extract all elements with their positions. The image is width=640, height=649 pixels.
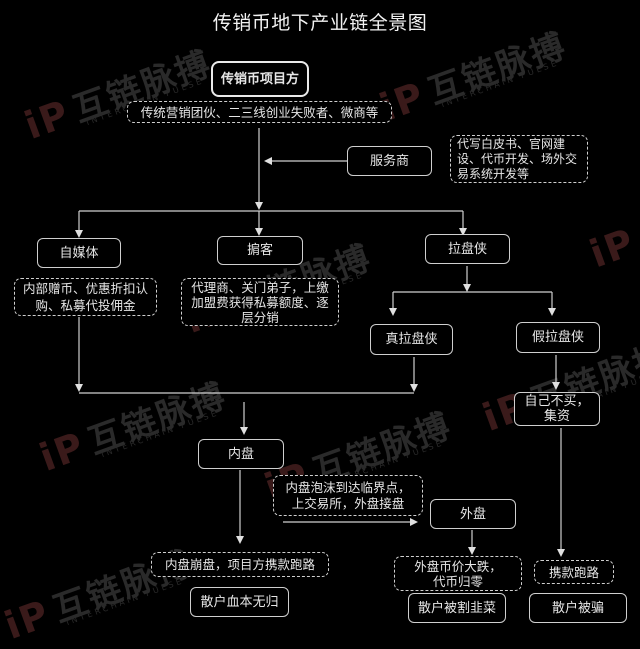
inner-result-node: 散户血本无归 [190, 587, 289, 617]
fake-pump-detail-node: 自己不买，集资 [514, 392, 600, 426]
inner-collapse-note: 内盘崩盘，项目方携款跑路 [151, 552, 329, 577]
project-node: 传销币项目方 [211, 61, 309, 97]
pump-node: 拉盘侠 [425, 234, 510, 264]
service-node: 服务商 [347, 146, 432, 176]
fake-pump-node: 假拉盘侠 [516, 322, 600, 353]
broker-detail-note: 代理商、关门弟子，上缴加盟费获得私募额度、逐层分销 [181, 278, 339, 326]
service-detail-note: 代写白皮书、官网建设、代币开发、场外交易系统开发等 [450, 135, 588, 183]
runaway-result-node: 散户被骗 [529, 593, 627, 623]
outer-market-node: 外盘 [430, 499, 516, 529]
diagram-title: 传销币地下产业链全景图 [212, 12, 428, 34]
outer-crash-note: 外盘币价大跌，代币归零 [394, 556, 522, 591]
project-source-note: 传统营销团伙、二三线创业失败者、微商等 [127, 101, 392, 123]
outer-result-node: 散户被割韭菜 [408, 593, 506, 623]
inner-bubble-note: 内盘泡沫到达临界点，上交易所，外盘接盘 [273, 475, 423, 516]
inner-market-node: 内盘 [198, 439, 284, 469]
broker-node: 掮客 [217, 236, 303, 265]
real-pump-node: 真拉盘侠 [370, 324, 453, 355]
runaway-note: 携款跑路 [534, 560, 614, 584]
self-media-detail-note: 内部赠币、优惠折扣认购、私募代投佣金 [14, 278, 157, 316]
self-media-node: 自媒体 [37, 238, 121, 268]
